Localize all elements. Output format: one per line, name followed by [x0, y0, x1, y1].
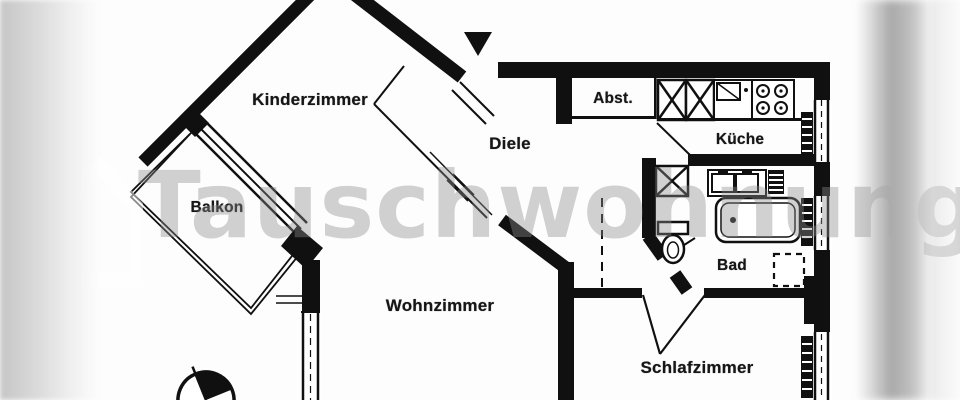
- wall-stub-balcony-east: [281, 226, 323, 269]
- room-label-abstellraum: Abst.: [593, 90, 633, 107]
- compass-icon: [176, 366, 236, 400]
- wall-stub-balcony-west: [182, 110, 209, 137]
- wall-schlafzimmer-north: [574, 288, 814, 298]
- kitchen-counter-line: [658, 118, 802, 121]
- wall-wohnzimmer-west: [302, 260, 320, 314]
- entrance-door-swing-icon: [451, 81, 495, 125]
- wall-bad-west: [642, 158, 693, 295]
- room-label-diele: Diele: [489, 134, 531, 153]
- radiator-icon: [801, 336, 813, 398]
- toilet-icon: [656, 220, 690, 265]
- wall-diele-wohnzimmer: [498, 214, 570, 274]
- radiator-icon: [801, 198, 813, 246]
- kitchen-sink-icon: [713, 79, 753, 121]
- shaft-cross-icon: [656, 78, 716, 122]
- washing-machine-icon: [772, 252, 806, 288]
- wohnzimmer-window-icon: [301, 311, 321, 400]
- room-label-wohnzimmer: Wohnzimmer: [385, 296, 495, 315]
- radiator-icon: [801, 112, 813, 160]
- entrance-arrow-icon: [464, 32, 492, 56]
- bathtub-icon: [714, 196, 802, 244]
- wall-north: [498, 62, 830, 78]
- room-label-schlafzimmer: Schlafzimmer: [640, 358, 754, 377]
- room-label-bad: Bad: [717, 257, 747, 274]
- schlafzimmer-window-icon: [812, 332, 832, 400]
- wall-kueche-south: [688, 154, 814, 166]
- wall-kinderzimmer-diele: [373, 103, 493, 219]
- shaft-cross-icon: [654, 164, 690, 198]
- wall-kinderzimmer-northwest: [138, 0, 315, 167]
- kueche-window-icon: [812, 100, 832, 162]
- room-label-kueche: Küche: [715, 131, 765, 148]
- wohnzimmer-window-sill: [276, 295, 302, 304]
- bad-window-icon: [812, 196, 832, 250]
- wall-wohnzimmer-east: [558, 262, 574, 400]
- balcony-window-icon: [191, 118, 308, 235]
- schlafzimmer-door-swing-icon: [641, 294, 706, 355]
- kinderzimmer-door-swing-icon: [373, 65, 405, 105]
- balcony-railing-icon: [129, 129, 308, 316]
- towel-radiator-icon: [768, 170, 784, 194]
- kueche-door-swing-icon: [656, 122, 691, 156]
- stove-icon: [751, 79, 795, 121]
- room-label-kinderzimmer: Kinderzimmer: [252, 90, 368, 109]
- wall-kinderzimmer-northeast: [350, 0, 467, 83]
- wohnzimmer-opening-tick: [446, 173, 475, 202]
- room-label-balkon: Balkon: [190, 199, 244, 216]
- wall-abstellraum: [556, 62, 657, 124]
- washbasin-icon: [707, 169, 767, 197]
